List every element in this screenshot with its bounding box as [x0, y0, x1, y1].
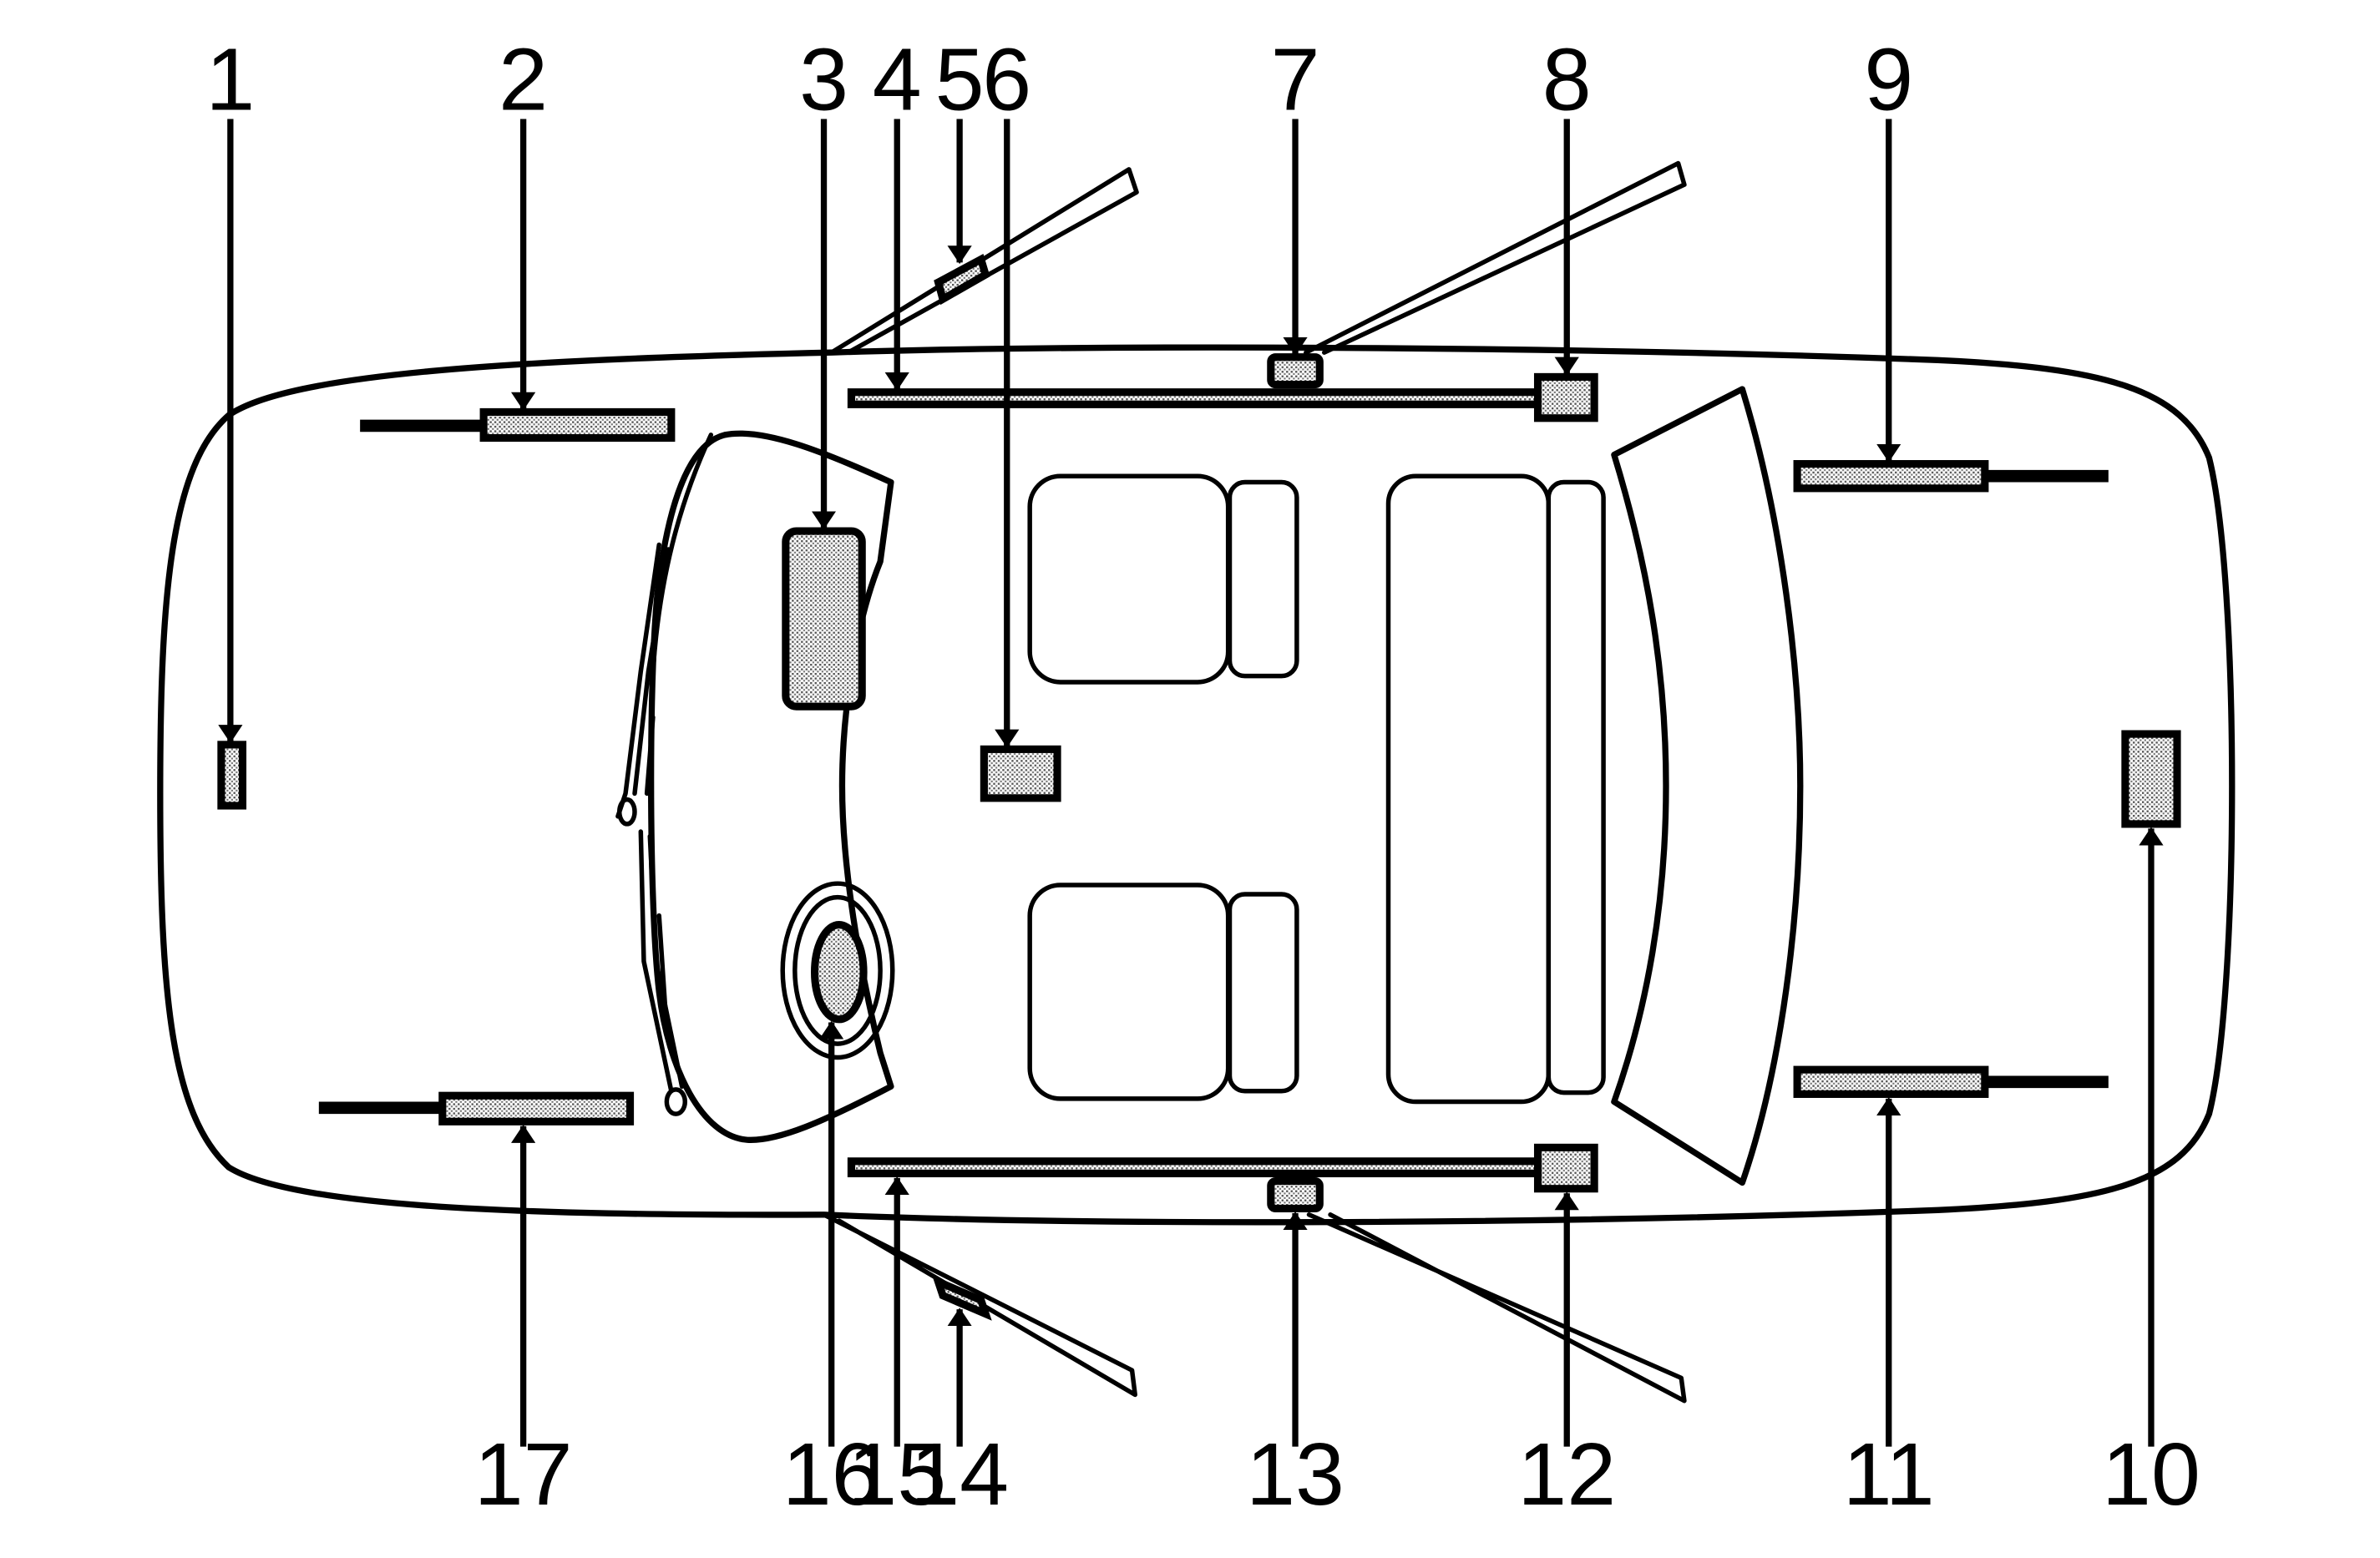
- front-seat-upper-back: [1227, 479, 1299, 679]
- wiper-blade-upper: [615, 432, 714, 827]
- front-seat-upper-cushion: [1027, 473, 1231, 685]
- rear-seat-cushion: [1385, 473, 1552, 1105]
- component-17: [438, 1091, 635, 1126]
- callout-13: 13: [1246, 1425, 1344, 1524]
- component-2: [479, 407, 676, 443]
- front-seat-lower-cushion: [1027, 883, 1231, 1101]
- vehicle-body-outline: [157, 344, 2236, 1226]
- callout-labels: 1 2 3 4 5 6 7 8 9 10 11 12 13 14 15 16 1…: [205, 31, 2200, 1524]
- component-7: [1267, 353, 1324, 389]
- component-13: [1267, 1177, 1324, 1213]
- rear-door-upper: [1304, 160, 1687, 355]
- component-11: [1793, 1065, 1989, 1098]
- steering-wheel-inner: [792, 894, 883, 1046]
- component-12: [1533, 1143, 1598, 1193]
- callout-15: 15: [848, 1425, 946, 1524]
- rear-window: [1611, 386, 1804, 1186]
- callout-11: 11: [1843, 1425, 1935, 1524]
- steering-wheel-outer: [780, 881, 895, 1060]
- component-6: [980, 745, 1061, 802]
- component-14: [932, 1274, 992, 1321]
- callout-14: 14: [910, 1425, 1009, 1524]
- callout-16: 16: [782, 1425, 881, 1524]
- component-15: [847, 1157, 1542, 1178]
- callout-5: 5: [935, 31, 985, 129]
- rear-seat-back: [1546, 479, 1606, 1095]
- component-4: [847, 388, 1542, 408]
- component-8: [1533, 372, 1598, 422]
- component-1: [217, 741, 247, 810]
- component-9: [1793, 460, 1989, 493]
- rear-door-lower: [1306, 1212, 1687, 1404]
- component-5: [934, 254, 990, 306]
- callout-1: 1: [205, 31, 255, 129]
- wiper-blade-lower: [638, 829, 688, 1116]
- callout-9: 9: [1864, 31, 1913, 129]
- callout-6: 6: [982, 31, 1031, 129]
- callout-10: 10: [2102, 1425, 2200, 1524]
- component-3: [782, 527, 866, 711]
- component-10: [2121, 730, 2181, 828]
- callout-7: 7: [1271, 31, 1320, 129]
- leader-lines: [218, 119, 2164, 1447]
- component-16: [811, 920, 868, 1024]
- callout-8: 8: [1542, 31, 1592, 129]
- callout-17: 17: [474, 1425, 573, 1524]
- callout-3: 3: [799, 31, 848, 129]
- front-seat-lower-back: [1227, 892, 1299, 1094]
- callout-12: 12: [1517, 1425, 1616, 1524]
- callout-4: 4: [873, 31, 922, 129]
- callout-2: 2: [499, 31, 548, 129]
